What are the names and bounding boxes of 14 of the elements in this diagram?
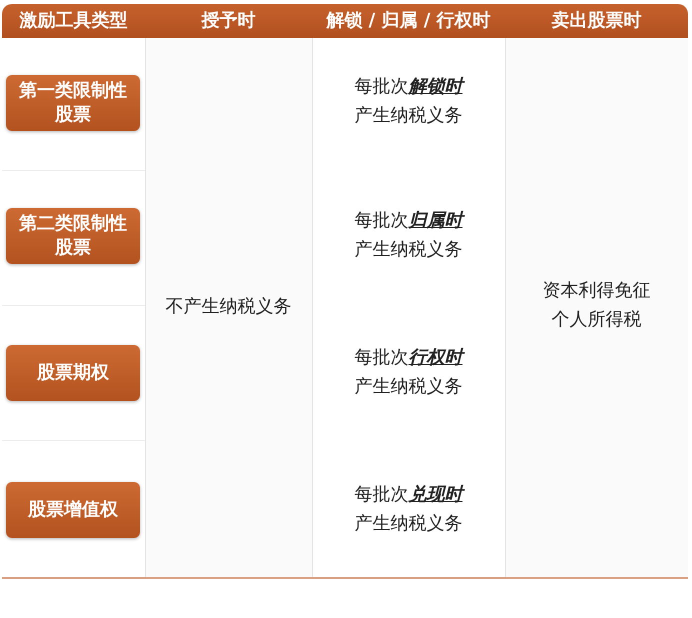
cell-text: 每批次兑现时产生纳税义务 (332, 480, 484, 538)
row-header-box: 股票期权 (6, 345, 140, 401)
column-header: 授予时 (200, 9, 256, 33)
cell-text: 每批次归属时产生纳税义务 (332, 206, 484, 264)
column-header: 激励工具类型 (18, 9, 128, 33)
cell-text: 资本利得免征个人所得税 (541, 279, 652, 332)
row-header-box: 第一类限制性股票 (6, 75, 140, 131)
column-header: 解锁 / 归属 / 行权时 (325, 9, 492, 33)
row-header-box: 股票增值权 (6, 482, 140, 538)
cell-text: 每批次行权时产生纳税义务 (332, 343, 484, 401)
cell-text: 不产生纳税义务 (164, 295, 292, 319)
column-header: 卖出股票时 (550, 9, 642, 33)
row-header-box: 第二类限制性股票 (6, 208, 140, 264)
cell-text: 每批次解锁时产生纳税义务 (332, 72, 484, 130)
